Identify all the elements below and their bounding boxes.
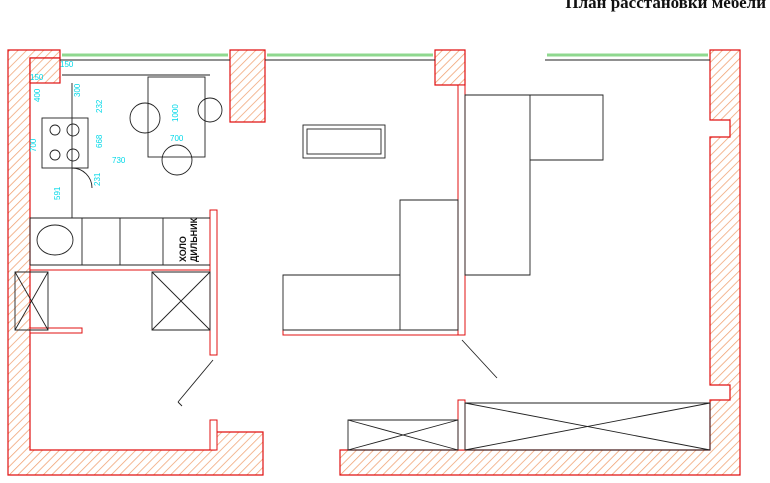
- plan-line: [457, 399, 466, 451]
- plan-line: [209, 419, 218, 451]
- fridge-label-1: ХОЛО: [178, 236, 188, 262]
- plan-line: [29, 327, 83, 334]
- dining-table: [147, 76, 206, 158]
- dimension-label: 700: [29, 138, 38, 152]
- plan-line: [49, 124, 61, 136]
- plan-line: [347, 419, 459, 451]
- dimension-label: 668: [95, 134, 104, 148]
- dimension-label: 231: [93, 172, 102, 186]
- plan-line: [282, 329, 459, 336]
- bedroom: [464, 94, 711, 451]
- door-swing-1: [177, 359, 214, 407]
- plan-title: План расстановки мебели: [565, 0, 766, 12]
- plan-line: [209, 209, 218, 356]
- wardrobe-bedroom: [464, 402, 711, 451]
- windows: [60, 53, 710, 61]
- plan-line: [306, 128, 382, 155]
- plan-line: [14, 271, 49, 331]
- plan-line: [197, 97, 223, 123]
- plan-line: [29, 264, 211, 271]
- sofa: [282, 199, 459, 331]
- dimension-label: 400: [33, 88, 42, 102]
- dimension-label: 1000: [171, 104, 180, 122]
- dimension-labels: 150 150 400 300 232 700 668 730 1000 700…: [29, 60, 184, 200]
- pillar-left: [229, 49, 266, 123]
- dimension-label: 232: [95, 99, 104, 113]
- stove-burners: [49, 123, 80, 162]
- pillar-middle: [434, 49, 466, 86]
- dimension-label: 150: [30, 73, 44, 82]
- dimension-label: 591: [53, 186, 62, 200]
- plan-line: [161, 144, 193, 176]
- plan-line: [66, 123, 80, 137]
- dimension-label: 150: [60, 60, 74, 69]
- plan-line: [29, 217, 210, 266]
- door-swing-2: [461, 339, 498, 379]
- plan-line: [62, 74, 210, 218]
- dimension-label: 300: [73, 83, 82, 97]
- dimension-label: 700: [170, 134, 184, 143]
- fridge-label-2: ДИЛЬНИК: [189, 217, 199, 262]
- sink: [36, 224, 74, 256]
- corner-block: [29, 57, 61, 84]
- wall-left: [7, 49, 264, 476]
- plan-line: [66, 148, 80, 162]
- kitchen: 150 150 400 300 232 700 668 730 1000 700…: [29, 60, 223, 266]
- plan-line: [129, 102, 161, 134]
- plan-line: [151, 271, 211, 331]
- walls: [7, 49, 741, 476]
- partitions: [29, 84, 466, 451]
- wall-right: [339, 49, 741, 476]
- coffee-table: [302, 124, 386, 159]
- plan-line: [49, 149, 61, 161]
- dimension-label: 730: [112, 156, 126, 165]
- wardrobes: [14, 271, 214, 407]
- stove: [41, 117, 89, 169]
- corner-sofa: [464, 94, 604, 276]
- living-room: [282, 124, 498, 451]
- plan-line: [457, 84, 466, 336]
